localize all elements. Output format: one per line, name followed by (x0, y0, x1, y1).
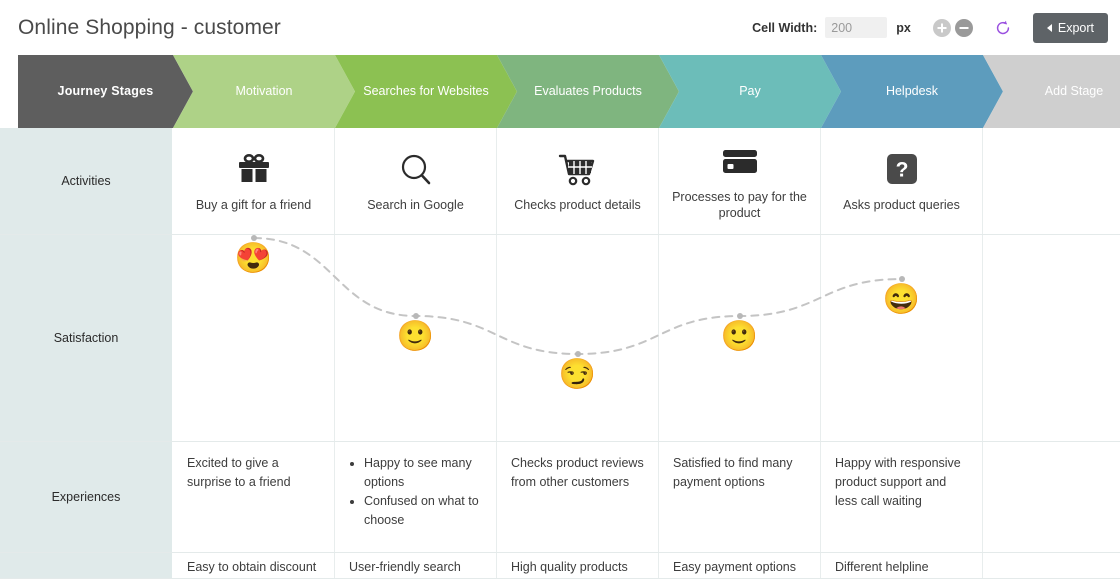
cell-experiences-0[interactable]: Excited to give a surprise to a friend (173, 442, 335, 552)
heart-eyes-emoji[interactable]: 😍 (234, 242, 273, 275)
journey-map-grid: Activities Buy a gift for a friend Searc… (0, 128, 1120, 579)
cell-activities-3[interactable]: Processes to pay for the product (659, 128, 821, 234)
svg-text:?: ? (895, 158, 908, 181)
cell-text: Different helpline numbers (835, 560, 929, 574)
stage-header-2[interactable]: Searches for Websites (335, 55, 517, 128)
cell-width-input[interactable] (825, 17, 888, 38)
cell-text: High quality products (511, 560, 628, 574)
cell-text: Satisfied to find many payment options (673, 456, 793, 489)
activity-label: Buy a gift for a friend (195, 197, 312, 212)
slight-smile-emoji[interactable]: 🙂 (720, 320, 759, 353)
credit-card-icon (720, 142, 760, 182)
cell-painpoints-1[interactable]: User-friendly search (335, 553, 497, 578)
grinning-squint-emoji[interactable]: 😄 (882, 283, 921, 316)
activity-label: Checks product details (514, 197, 641, 212)
list-item: Confused on what to choose (364, 492, 482, 530)
slight-smile-emoji[interactable]: 🙂 (396, 320, 435, 353)
export-button-label: Export (1057, 20, 1094, 35)
cell-text: Excited to give a surprise to a friend (187, 456, 291, 489)
stage-header-label-cell: Journey Stages (18, 55, 193, 128)
cell-text: Happy with responsive product support an… (835, 456, 961, 508)
cell-satisfaction-1[interactable]: 🙂 (335, 235, 497, 441)
cell-text: User-friendly search (349, 560, 461, 574)
row-label[interactable] (0, 553, 173, 578)
export-button[interactable]: Export (1032, 12, 1108, 43)
stage-header-3[interactable]: Evaluates Products (497, 55, 679, 128)
zoom-out-button[interactable] (954, 18, 973, 37)
cell-activities-1[interactable]: Search in Google (335, 128, 497, 234)
stage-chevron-shape (983, 55, 1120, 128)
toolbar-controls: Cell Width: px Export (752, 12, 1108, 43)
activity-label: Processes to pay for the product (672, 189, 807, 220)
export-arrow-icon (1046, 23, 1052, 32)
cell-experiences-3[interactable]: Satisfied to find many payment options (659, 442, 821, 552)
cell-text: Checks product reviews from other custom… (511, 456, 644, 489)
stage-chevron-shape (659, 55, 841, 128)
cell-painpoints-0[interactable]: Easy to obtain discount (173, 553, 335, 578)
gift-icon (235, 150, 273, 190)
cell-painpoints-2[interactable]: High quality products (497, 553, 659, 578)
cell-experiences-2[interactable]: Checks product reviews from other custom… (497, 442, 659, 552)
page-title: Online Shopping - customer (18, 15, 281, 39)
stage-chevron-shape (497, 55, 679, 128)
experience-bullet-list: Happy to see many optionsConfused on wha… (349, 454, 482, 530)
cell-experiences-1[interactable]: Happy to see many optionsConfused on wha… (335, 442, 497, 552)
zoom-in-button[interactable] (932, 18, 951, 37)
cell-text: Easy payment options (673, 560, 796, 574)
journey-stage-header: Journey Stages Motivation Searches for W… (0, 55, 1120, 128)
row-label[interactable]: Activities (0, 128, 173, 234)
cell-satisfaction-3[interactable]: 🙂 (659, 235, 821, 441)
refresh-icon[interactable] (993, 18, 1013, 38)
stage-header-1[interactable]: Motivation (173, 55, 355, 128)
app-toolbar: Online Shopping - customer Cell Width: p… (0, 0, 1120, 55)
cell-experiences-4[interactable]: Happy with responsive product support an… (821, 442, 983, 552)
cell-painpoints-4[interactable]: Different helpline numbers (821, 553, 983, 578)
add-stage-button[interactable]: Add Stage (983, 55, 1120, 128)
stage-chevron-shape (18, 55, 193, 128)
activity-label: Asks product queries (843, 197, 960, 212)
cell-satisfaction-2[interactable]: 😏 (497, 235, 659, 441)
journey-row-experiences: Experiences Excited to give a surprise to… (0, 442, 1120, 553)
list-item: Happy to see many options (364, 454, 482, 492)
cell-text: Easy to obtain discount (187, 560, 317, 574)
cell-satisfaction-0[interactable]: 😍 (173, 235, 335, 441)
stage-header-5[interactable]: Helpdesk (821, 55, 1003, 128)
cell-activities-0[interactable]: Buy a gift for a friend (173, 128, 335, 234)
cell-satisfaction-4[interactable]: 😄 (821, 235, 983, 441)
smirk-emoji[interactable]: 😏 (558, 358, 597, 391)
unit-label: px (896, 20, 911, 35)
stage-header-4[interactable]: Pay (659, 55, 841, 128)
stage-chevron-shape (821, 55, 1003, 128)
magnifier-icon (397, 150, 435, 190)
journey-row-painpoints: Easy to obtain discount User-friendly sea… (0, 553, 1120, 579)
row-label[interactable]: Satisfaction (0, 235, 173, 441)
row-label[interactable]: Experiences (0, 442, 173, 552)
journey-row-activities: Activities Buy a gift for a friend Searc… (0, 128, 1120, 235)
journey-row-satisfaction: Satisfaction 😍 🙂 😏 🙂 😄 (0, 235, 1120, 442)
question-mark-icon: ? (883, 150, 921, 190)
activity-label: Search in Google (367, 197, 464, 212)
cell-width-label: Cell Width: (752, 20, 818, 35)
stage-chevron-shape (173, 55, 355, 128)
cell-painpoints-3[interactable]: Easy payment options (659, 553, 821, 578)
cell-activities-2[interactable]: Checks product details (497, 128, 659, 234)
shopping-cart-icon (558, 150, 598, 190)
cell-activities-4[interactable]: ? Asks product queries (821, 128, 983, 234)
stage-chevron-shape (335, 55, 517, 128)
